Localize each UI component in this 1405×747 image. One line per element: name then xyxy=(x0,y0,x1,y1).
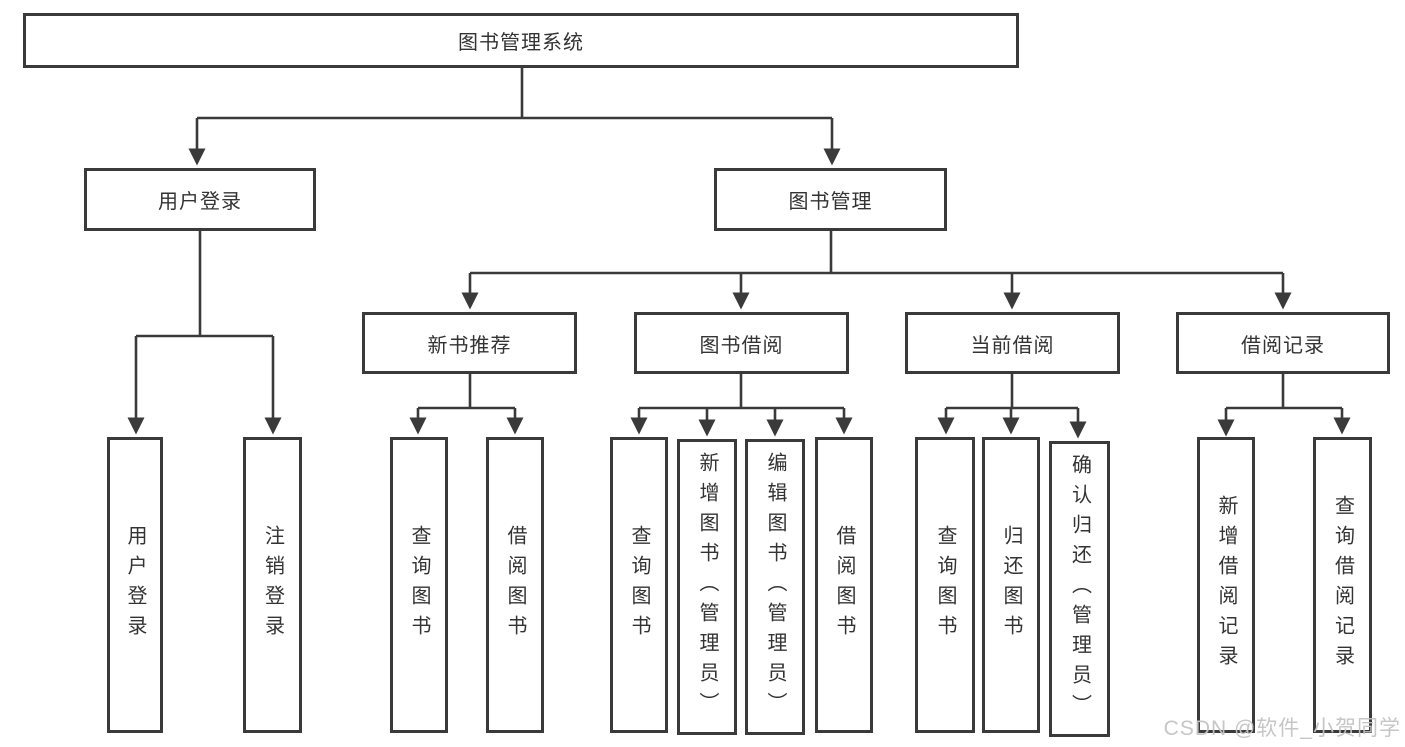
node-book-borrowing: 图书借阅 xyxy=(634,312,849,374)
node-new-book-recommend: 新书推荐 xyxy=(362,312,577,374)
leaf-edit-books-admin: 编辑图书（管理员） xyxy=(745,439,805,735)
leaf-query-books-2: 查询图书 xyxy=(610,437,668,733)
leaf-add-borrow-record-label: 新增借阅记录 xyxy=(1215,495,1237,675)
leaf-logout-label: 注销登录 xyxy=(261,525,284,645)
leaf-logout: 注销登录 xyxy=(243,437,302,733)
leaf-query-borrow-record: 查询借阅记录 xyxy=(1313,437,1372,733)
leaf-query-books-2-label: 查询图书 xyxy=(628,525,650,645)
leaf-return-books: 归还图书 xyxy=(982,437,1040,733)
node-user-login: 用户登录 xyxy=(84,168,316,231)
leaf-confirm-return-admin-label: 确认归还（管理员） xyxy=(1068,454,1091,724)
leaf-edit-books-admin-label: 编辑图书（管理员） xyxy=(764,452,786,722)
leaf-add-books-admin: 新增图书（管理员） xyxy=(677,439,737,735)
leaf-user-login-label: 用户登录 xyxy=(124,525,146,645)
leaf-borrow-books-2: 借阅图书 xyxy=(815,437,873,733)
leaf-add-books-admin-label: 新增图书（管理员） xyxy=(696,452,718,722)
leaf-borrow-books-2-label: 借阅图书 xyxy=(833,525,855,645)
node-book-management: 图书管理 xyxy=(714,168,947,231)
leaf-borrow-books-1-label: 借阅图书 xyxy=(504,525,526,645)
leaf-confirm-return-admin: 确认归还（管理员） xyxy=(1049,441,1110,737)
leaf-query-books-1-label: 查询图书 xyxy=(408,525,430,645)
leaf-borrow-books-1: 借阅图书 xyxy=(486,437,544,733)
node-borrowing-records: 借阅记录 xyxy=(1176,312,1390,374)
leaf-query-books-3: 查询图书 xyxy=(915,437,975,733)
csdn-watermark: CSDN @软件_小贺同学 xyxy=(1163,717,1401,740)
node-root: 图书管理系统 xyxy=(23,13,1019,68)
node-current-borrowing: 当前借阅 xyxy=(905,312,1120,374)
leaf-add-borrow-record: 新增借阅记录 xyxy=(1197,437,1255,733)
leaf-query-books-1: 查询图书 xyxy=(390,437,448,733)
leaf-query-books-3-label: 查询图书 xyxy=(934,525,956,645)
leaf-user-login: 用户登录 xyxy=(107,437,163,733)
leaf-return-books-label: 归还图书 xyxy=(1000,525,1022,645)
leaf-query-borrow-record-label: 查询借阅记录 xyxy=(1331,495,1354,675)
